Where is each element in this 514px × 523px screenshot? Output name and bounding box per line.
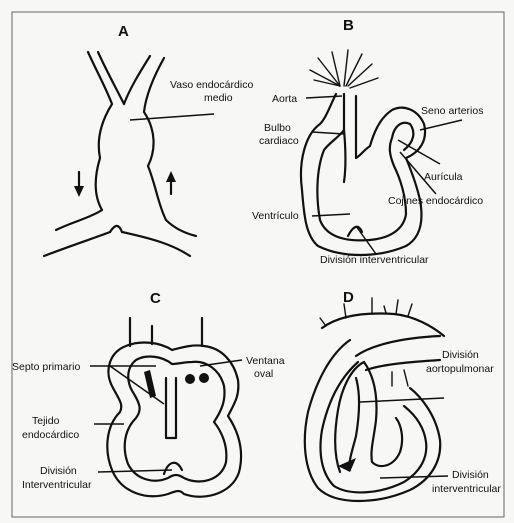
panel-a-tube-left-wall <box>56 52 112 230</box>
panel-d-letter: D <box>343 289 354 306</box>
panel-d-interventricular-leader <box>380 476 448 478</box>
panel-d-septum-wedge <box>338 458 356 472</box>
panel-c-label-ventana-line1: Ventana <box>246 355 285 367</box>
panel-b-label-auricula: Aurícula <box>424 171 463 183</box>
panel-d-aortic-arch <box>322 314 444 336</box>
panel-a-tube-left-limb <box>44 232 110 256</box>
panel-c-division-leader <box>98 470 172 472</box>
panel-c-septum-base <box>164 463 182 474</box>
panel-a-vaso-leader <box>130 114 214 120</box>
panel-b-outer-wall <box>301 94 425 255</box>
panel-c: C Septo primario Ventana oval Tejido end… <box>12 290 285 497</box>
panel-a-tube-bottom-left <box>110 226 122 232</box>
panel-b-label-cojines: Cojines endocárdico <box>388 195 483 207</box>
panel-b-label-aorta: Aorta <box>272 93 297 105</box>
panel-c-label-tejido-line2: endocárdico <box>22 429 79 441</box>
panel-b-aorta-leader <box>306 96 342 98</box>
panel-c-label-tejido-line1: Tejido <box>32 415 60 427</box>
panel-b-aortic-branches <box>310 50 378 88</box>
panel-b-bulbo-leader <box>312 132 344 134</box>
panel-d-spiral-outer <box>364 362 402 466</box>
panel-b-label-bulbo-line2: cardiaco <box>259 135 299 147</box>
panel-c-letter: C <box>150 290 161 307</box>
panel-a-up-arrow-icon <box>166 171 176 194</box>
panel-d-spiral-core <box>335 362 364 472</box>
panel-d-aortopulmonar-leader <box>360 398 444 402</box>
figure-frame <box>12 12 504 517</box>
panel-b-ventriculo-leader <box>312 214 350 216</box>
panel-b-label-ventriculo: Ventrículo <box>252 210 299 222</box>
panel-c-foramen-dot-1 <box>185 374 195 384</box>
panel-a: A Vaso endocárdico medio <box>44 23 253 256</box>
panel-d-label-aortopulmonar-line1: División <box>442 349 479 361</box>
panel-b-letter: B <box>343 17 354 34</box>
panel-d-label-interventricular-line1: División <box>452 469 489 481</box>
panel-d: D División aortopulmonar <box>305 289 502 501</box>
panel-d-label-aortopulmonar-line2: aortopulmonar <box>426 363 494 375</box>
panel-a-tube-left-inner <box>98 52 124 104</box>
panel-b-label-seno: Seno arterios <box>421 105 483 117</box>
panel-d-spiral-inner <box>349 378 359 470</box>
panel-a-letter: A <box>118 23 129 40</box>
panel-a-label-vaso-line1: Vaso endocárdico <box>170 79 253 91</box>
panel-c-label-division-line2: Interventricular <box>22 479 92 491</box>
panel-b-label-bulbo-line1: Bulbo <box>264 122 291 134</box>
panel-b-bulbo-inner <box>344 130 346 182</box>
panel-c-label-ventana-line2: oval <box>254 368 273 380</box>
panel-b-label-division: División interventricular <box>320 254 429 266</box>
panel-b-seno-leader <box>420 120 462 130</box>
panel-c-label-septo: Septo primario <box>12 361 80 373</box>
panel-a-tube-right-limb <box>122 232 190 256</box>
panel-d-pulmonary-trunk <box>356 336 440 356</box>
panel-b-auricula-leader <box>398 140 440 164</box>
panel-a-label-vaso-line2: medio <box>204 92 233 104</box>
panel-c-label-division-line1: División <box>40 465 77 477</box>
panel-c-septum <box>166 378 176 438</box>
panel-b: B Aorta Bulbo cardiaco Seno arteri <box>252 17 483 266</box>
panel-a-down-arrow-icon <box>74 172 84 197</box>
panel-d-arch-branches <box>320 298 412 386</box>
panel-b-inner-wall <box>317 94 413 240</box>
panel-d-label-interventricular-line2: interventricular <box>432 483 501 495</box>
panel-c-foramen-dot-2 <box>199 373 209 383</box>
